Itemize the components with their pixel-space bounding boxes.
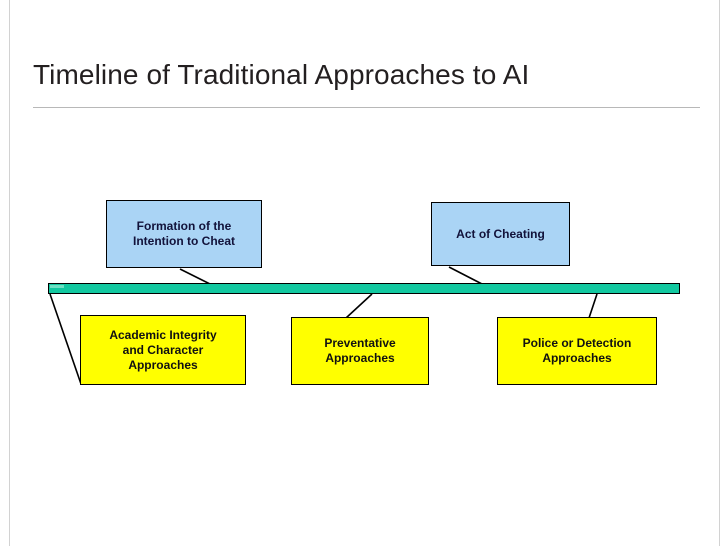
connector-timeline-to-integrity [49,293,82,385]
node-academic-integrity-and-character-approaches[interactable]: Academic Integrity and Character Approac… [80,315,246,385]
title-divider [33,107,700,108]
page-title: Timeline of Traditional Approaches to AI [33,59,530,90]
timeline-axis-bar [48,283,680,294]
slide-left-border [9,0,10,546]
node-formation-of-intention-to-cheat[interactable]: Formation of the Intention to Cheat [106,200,262,268]
node-police-or-detection-approaches[interactable]: Police or Detection Approaches [497,317,657,385]
node-act-of-cheating[interactable]: Act of Cheating [431,202,570,266]
connector-timeline-to-preventative [345,293,373,319]
connector-intention-to-timeline [179,268,211,285]
node-preventative-approaches[interactable]: Preventative Approaches [291,317,429,385]
connector-act-to-timeline [448,266,483,285]
connector-timeline-to-police [588,293,598,319]
slide-right-border [719,0,720,546]
